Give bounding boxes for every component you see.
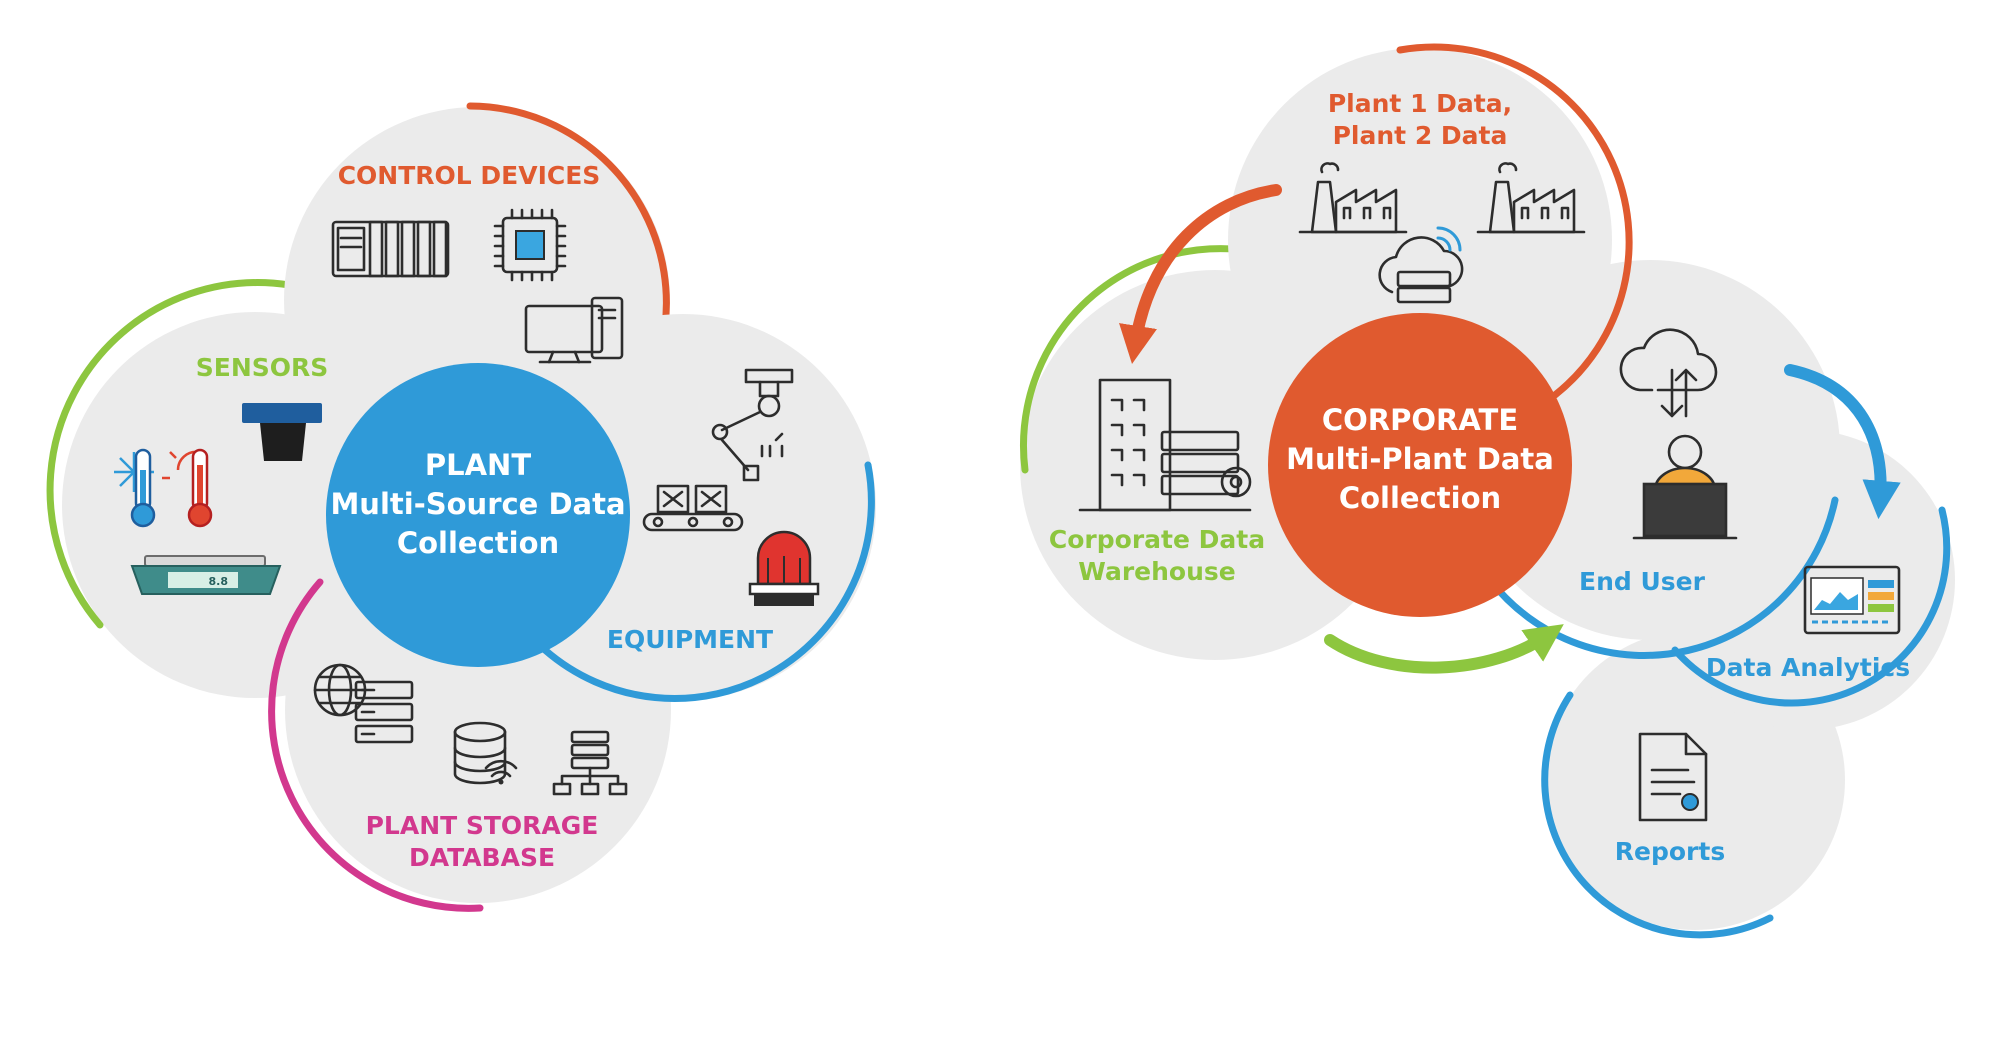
scale-readout: 8.8 [209, 575, 229, 588]
plant-data-circle [1228, 43, 1633, 432]
plant-data-label-line1: Plant 1 Data, [1328, 89, 1512, 118]
cloud-server-icon [1378, 226, 1464, 304]
plant-hub: PLANT Multi-Source Data Collection [326, 363, 630, 667]
plant-hub-subtitle: Multi-Source Data [330, 487, 625, 521]
control-devices-label: CONTROL DEVICES [338, 161, 601, 190]
plant-to-warehouse-arrow [1119, 184, 1282, 364]
data-analytics-label: Data Analytics [1706, 653, 1910, 682]
storage-label-line2: DATABASE [409, 843, 555, 872]
sensor-probe-icon [242, 403, 322, 461]
factory-icon-2 [1476, 162, 1586, 234]
corporate-hub: CORPORATE Multi-Plant Data Collection [1268, 313, 1572, 617]
end-user-label: End User [1579, 567, 1706, 596]
warehouse-label-line1: Corporate Data [1049, 525, 1265, 554]
corporate-building-icon [1078, 378, 1252, 512]
sensors-label: SENSORS [196, 353, 329, 382]
end-user-to-analytics-arrow [1784, 364, 1901, 520]
warehouse-to-end-user-arrow [1324, 624, 1564, 674]
plant-hub-title: PLANT [425, 448, 531, 482]
reports-label: Reports [1615, 837, 1725, 866]
equipment-label: EQUIPMENT [607, 625, 773, 654]
user-laptop-icon [1632, 434, 1738, 540]
weighing-scale-icon: 8.8 [130, 555, 282, 595]
storage-label-line1: PLANT STORAGE [366, 811, 599, 840]
robot-arm-icon [711, 368, 794, 482]
corporate-cluster: CORPORATE Multi-Plant Data Collection Pl… [1019, 43, 1955, 939]
network-server-icon [552, 730, 628, 796]
microchip-icon [493, 208, 567, 282]
alarm-light-icon [748, 530, 820, 606]
corporate-hub-subtitle: Multi-Plant Data [1286, 442, 1554, 476]
factory-icon-1 [1298, 162, 1408, 234]
cold-thermometer-icon [114, 448, 156, 528]
analytics-dashboard-icon [1803, 565, 1901, 635]
conveyor-belt-icon [642, 484, 744, 532]
corporate-hub-title: CORPORATE [1322, 403, 1518, 437]
desktop-computer-icon [524, 296, 624, 364]
globe-server-icon [313, 663, 414, 744]
wireless-database-icon [453, 721, 518, 785]
report-document-icon [1638, 732, 1708, 822]
corporate-hub-subtitle-2: Collection [1339, 481, 1501, 515]
plant-cluster: PLANT Multi-Source Data Collection CONTR… [46, 102, 876, 912]
plant-data-label-line2: Plant 2 Data [1333, 121, 1508, 150]
cloud-sync-icon [1619, 328, 1718, 418]
warehouse-label-line2: Warehouse [1078, 557, 1235, 586]
plant-hub-subtitle-2: Collection [397, 526, 559, 560]
plc-rack-icon [331, 220, 450, 278]
hot-thermometer-icon [162, 448, 213, 528]
